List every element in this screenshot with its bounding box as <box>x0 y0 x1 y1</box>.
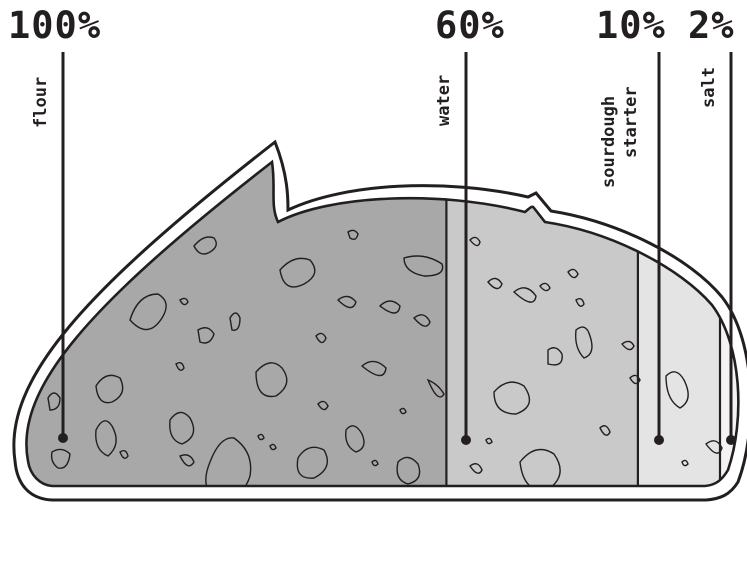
flour-label: flour <box>31 77 51 128</box>
ingredient-labels: flour water sourdough starter salt <box>31 67 719 188</box>
starter-marker <box>654 435 664 445</box>
starter-label-line-2: starter <box>621 86 641 158</box>
starter-label-line-1: sourdough <box>599 96 619 188</box>
percent-labels: 100% 60% 10% 2% <box>8 4 735 47</box>
salt-percent: 2% <box>688 4 735 47</box>
water-percent: 60% <box>435 4 505 47</box>
flour-percent: 100% <box>8 4 101 47</box>
flour-marker <box>58 433 68 443</box>
starter-percent: 10% <box>596 4 666 47</box>
salt-marker <box>726 435 736 445</box>
water-label: water <box>434 75 454 126</box>
water-section <box>446 0 638 565</box>
flour-section <box>0 0 446 565</box>
water-marker <box>461 435 471 445</box>
salt-label: salt <box>699 67 719 108</box>
